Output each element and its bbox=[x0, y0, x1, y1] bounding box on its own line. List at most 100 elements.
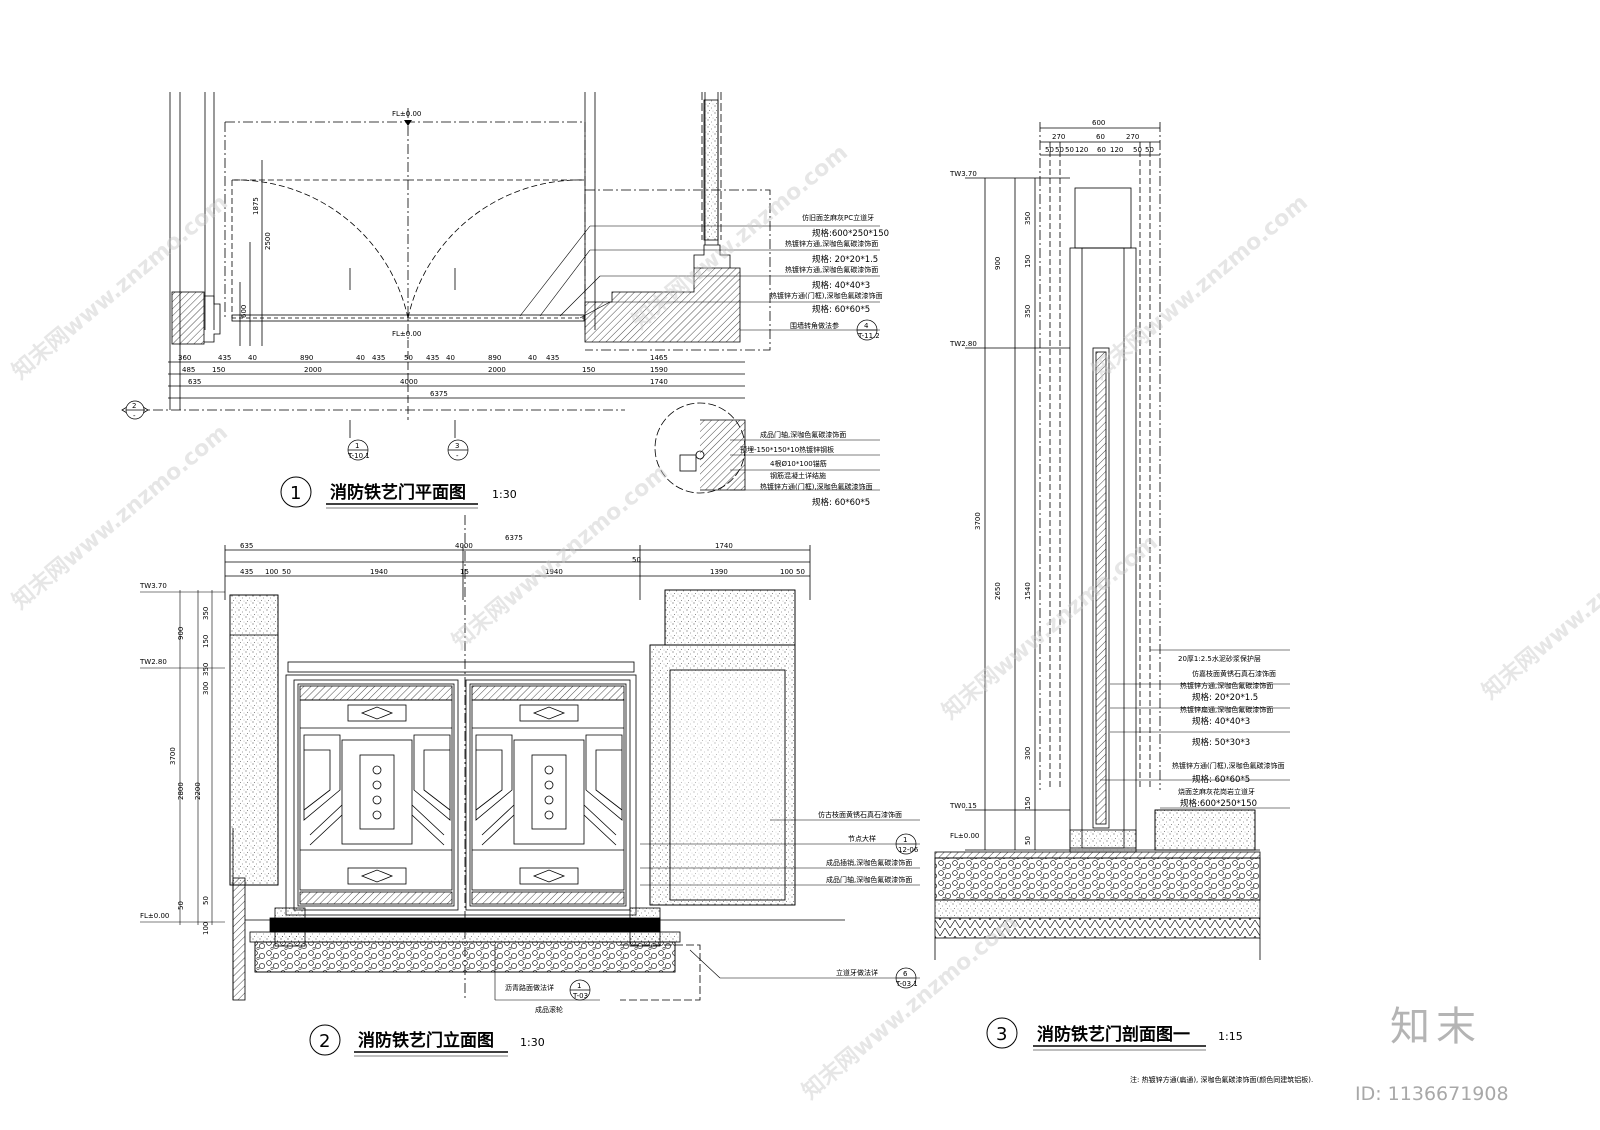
svg-text:1:30: 1:30 bbox=[492, 488, 517, 501]
section-top-dims: 600 270 60 270 50 50 50 120 60 120 50 50 bbox=[1045, 119, 1154, 154]
svg-text:T-03.1: T-03.1 bbox=[895, 980, 918, 988]
svg-text:热镀锌方通(门框),深咖色氟碳漆饰面: 热镀锌方通(门框),深咖色氟碳漆饰面 bbox=[770, 291, 883, 300]
elevation-ref-bubbles: 1 12-06 6 T-03.1 1 T-03 bbox=[569, 833, 919, 1001]
elevation-drawing bbox=[224, 515, 845, 1001]
svg-text:FL±0.00: FL±0.00 bbox=[140, 912, 169, 920]
svg-text:435: 435 bbox=[240, 568, 253, 576]
section-v-dims: 350 150 900 350 3700 2650 1540 300 150 5… bbox=[974, 212, 1032, 845]
svg-text:烧面芝麻灰花岗岩立道牙: 烧面芝麻灰花岗岩立道牙 bbox=[1178, 787, 1255, 796]
svg-text:TW2.80: TW2.80 bbox=[139, 658, 167, 666]
svg-text:50: 50 bbox=[1055, 146, 1064, 154]
svg-text:150: 150 bbox=[1024, 797, 1032, 810]
svg-text:40: 40 bbox=[528, 354, 537, 362]
svg-text:100: 100 bbox=[202, 922, 210, 935]
svg-text:270: 270 bbox=[1126, 133, 1139, 141]
svg-text:3: 3 bbox=[996, 1024, 1007, 1045]
svg-text:TW2.80: TW2.80 bbox=[949, 340, 977, 348]
svg-text:150: 150 bbox=[582, 366, 595, 374]
svg-text:知末网www.znzmo.com: 知末网www.znzmo.com bbox=[7, 419, 233, 614]
svg-text:6375: 6375 bbox=[430, 390, 448, 398]
svg-text:仿古枝面黄锈石真石漆饰面: 仿古枝面黄锈石真石漆饰面 bbox=[818, 810, 902, 819]
svg-text:1940: 1940 bbox=[545, 568, 563, 576]
svg-text:仿嘉枝面黄锈石真石漆饰面: 仿嘉枝面黄锈石真石漆饰面 bbox=[1192, 669, 1276, 678]
svg-text:50: 50 bbox=[632, 556, 641, 564]
svg-text:消防铁艺门剖面图一: 消防铁艺门剖面图一 bbox=[1037, 1024, 1190, 1045]
svg-text:1465: 1465 bbox=[650, 354, 668, 362]
plan-title: 1 消防铁艺门平面图 1:30 bbox=[280, 476, 517, 509]
plan-dim-row3: 635 4000 1740 6375 bbox=[188, 378, 668, 398]
svg-text:钢筋混凝土详结施: 钢筋混凝土详结施 bbox=[770, 471, 826, 480]
svg-text:1590: 1590 bbox=[650, 366, 668, 374]
svg-text:50: 50 bbox=[404, 354, 413, 362]
svg-text:成品门轴,深咖色氟碳漆饰面: 成品门轴,深咖色氟碳漆饰面 bbox=[760, 430, 846, 439]
svg-text:热镀锌扁通,深咖色氟碳漆饰面: 热镀锌扁通,深咖色氟碳漆饰面 bbox=[1180, 705, 1273, 714]
svg-text:规格:600*250*150: 规格:600*250*150 bbox=[812, 228, 889, 239]
svg-text:消防铁艺门立面图: 消防铁艺门立面图 bbox=[358, 1030, 494, 1051]
svg-text:50: 50 bbox=[177, 901, 185, 910]
svg-text:2800: 2800 bbox=[177, 782, 185, 800]
svg-text:600: 600 bbox=[1092, 119, 1105, 127]
svg-text:成品门轴,深咖色氟碳漆饰面: 成品门轴,深咖色氟碳漆饰面 bbox=[826, 875, 912, 884]
svg-text:3700: 3700 bbox=[169, 747, 177, 765]
svg-text:435: 435 bbox=[372, 354, 385, 362]
svg-text:沥青路面做法详: 沥青路面做法详 bbox=[505, 983, 554, 992]
svg-text:1:15: 1:15 bbox=[1218, 1030, 1243, 1043]
svg-text:规格: 60*60*5: 规格: 60*60*5 bbox=[1192, 774, 1250, 785]
svg-text:知末: 知末 bbox=[1390, 1004, 1482, 1050]
svg-text:50: 50 bbox=[1145, 146, 1154, 154]
svg-text:TW3.70: TW3.70 bbox=[949, 170, 977, 178]
svg-text:900: 900 bbox=[994, 257, 1002, 270]
svg-text:50: 50 bbox=[1045, 146, 1054, 154]
svg-text:T-11.2: T-11.2 bbox=[857, 332, 880, 340]
plan-section-marks: 1 T-10.1 3 - 2 - bbox=[125, 400, 469, 461]
svg-text:50: 50 bbox=[282, 568, 291, 576]
svg-text:1390: 1390 bbox=[710, 568, 728, 576]
svg-text:1740: 1740 bbox=[715, 542, 733, 550]
svg-text:4000: 4000 bbox=[400, 378, 418, 386]
svg-text:635: 635 bbox=[188, 378, 201, 386]
svg-text:知末网www.znzmo.com: 知末网www.znzmo.com bbox=[797, 909, 1023, 1104]
svg-text:1: 1 bbox=[903, 836, 907, 844]
svg-text:300: 300 bbox=[1024, 747, 1032, 760]
svg-text:T-10.1: T-10.1 bbox=[347, 452, 370, 460]
svg-text:40: 40 bbox=[356, 354, 365, 362]
section-title: 3 消防铁艺门剖面图一 1:15 bbox=[986, 1017, 1243, 1051]
svg-text:50: 50 bbox=[1024, 836, 1032, 845]
svg-text:360: 360 bbox=[178, 354, 191, 362]
svg-text:规格:600*250*150: 规格:600*250*150 bbox=[1180, 798, 1257, 809]
svg-text:围墙转角做法参: 围墙转角做法参 bbox=[790, 321, 839, 330]
plan-drawing bbox=[121, 92, 771, 494]
svg-text:350: 350 bbox=[1024, 305, 1032, 318]
svg-text:4000: 4000 bbox=[455, 542, 473, 550]
svg-text:规格: 40*40*3: 规格: 40*40*3 bbox=[812, 280, 870, 291]
svg-text:635: 635 bbox=[240, 542, 253, 550]
plan-dim-row2: 485 150 2000 2000 150 1590 bbox=[182, 366, 668, 374]
svg-text:150: 150 bbox=[202, 635, 210, 648]
svg-text:150: 150 bbox=[1024, 255, 1032, 268]
svg-text:知末网www.znzmo.com: 知末网www.znzmo.com bbox=[1477, 509, 1600, 704]
elevation-left-dims: 350 150 900 350 300 3700 2800 2200 50 10… bbox=[169, 607, 210, 935]
svg-text:仿旧面芝麻灰PC立道牙: 仿旧面芝麻灰PC立道牙 bbox=[802, 213, 874, 222]
elevation-title: 2 消防铁艺门立面图 1:30 bbox=[309, 1024, 545, 1057]
svg-text:120: 120 bbox=[1110, 146, 1123, 154]
svg-text:-: - bbox=[456, 452, 459, 460]
svg-text:规格: 40*40*3: 规格: 40*40*3 bbox=[1192, 716, 1250, 727]
plan-dim-row1: 360 435 40 890 40 435 50 435 40 890 40 4… bbox=[178, 354, 668, 362]
svg-text:2000: 2000 bbox=[488, 366, 506, 374]
svg-text:150: 150 bbox=[212, 366, 225, 374]
svg-text:50: 50 bbox=[796, 568, 805, 576]
svg-text:1940: 1940 bbox=[370, 568, 388, 576]
svg-text:1740: 1740 bbox=[650, 378, 668, 386]
svg-text:热镀锌方通(门框),深咖色氟碳漆饰面: 热镀锌方通(门框),深咖色氟碳漆饰面 bbox=[1172, 761, 1285, 770]
svg-text:1875: 1875 bbox=[252, 197, 260, 215]
svg-text:规格: 20*20*1.5: 规格: 20*20*1.5 bbox=[1192, 692, 1258, 703]
plan-ref-bubble: 4 T-11.2 bbox=[856, 319, 880, 341]
plan-detail-notes: 成品门轴,深咖色氟碳漆饰面 预埋-150*150*10热镀锌钢板 4根Ø10*1… bbox=[730, 430, 880, 508]
svg-text:FL±0.00: FL±0.00 bbox=[950, 832, 979, 840]
svg-text:3700: 3700 bbox=[974, 512, 982, 530]
svg-text:350: 350 bbox=[1024, 212, 1032, 225]
svg-text:4: 4 bbox=[864, 322, 869, 330]
svg-text:规格: 60*60*5: 规格: 60*60*5 bbox=[812, 304, 870, 315]
svg-text:消防铁艺门平面图: 消防铁艺门平面图 bbox=[330, 482, 466, 503]
